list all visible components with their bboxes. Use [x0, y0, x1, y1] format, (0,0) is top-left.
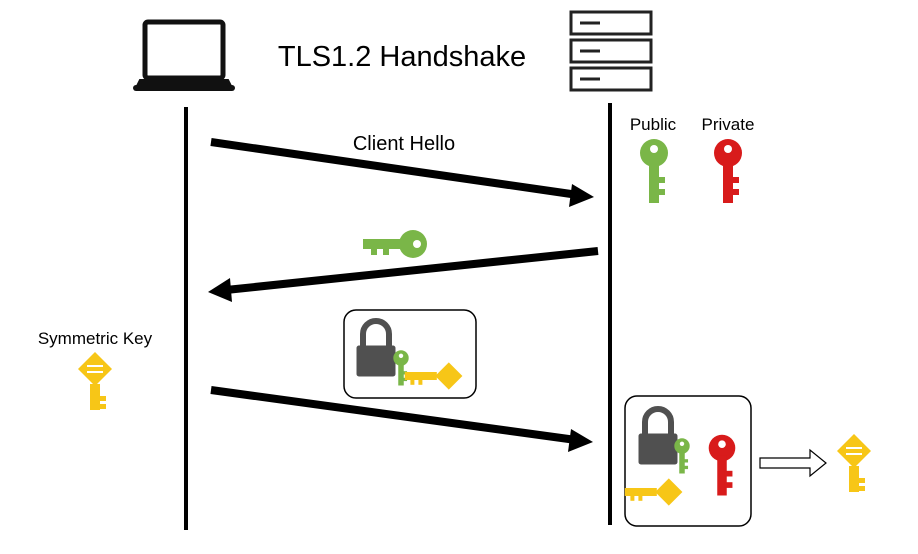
public-key-small-icon: [393, 350, 409, 386]
encrypted-key-package: [343, 309, 477, 399]
private-key-icon: [708, 434, 736, 496]
recovered-symmetric-key-icon: [837, 434, 871, 492]
encrypted-key-arrow: [210, 386, 593, 452]
client-hello-label: Client Hello: [353, 133, 455, 155]
public-key-icon: [640, 139, 668, 203]
outline-arrow-icon: [759, 448, 827, 478]
diagram-title: TLS1.2 Handshake: [278, 41, 526, 73]
symmetric-key-icon: [78, 352, 112, 410]
laptop-icon: [133, 19, 235, 91]
symmetric-key-small-icon: [624, 478, 683, 506]
symmetric-key-small-icon: [404, 362, 463, 390]
server-icon: [569, 10, 653, 92]
decryption-package: [624, 395, 752, 527]
private-key-icon: [714, 139, 742, 203]
private-key-label: Private: [702, 115, 755, 134]
symmetric-key-label: Symmetric Key: [38, 329, 153, 348]
public-key-label: Public: [630, 115, 677, 134]
server-to-client-arrow: [208, 247, 599, 302]
public-key-transfer-icon: [363, 230, 427, 258]
client-hello-arrow: [210, 138, 594, 207]
public-key-small-icon: [674, 438, 690, 474]
